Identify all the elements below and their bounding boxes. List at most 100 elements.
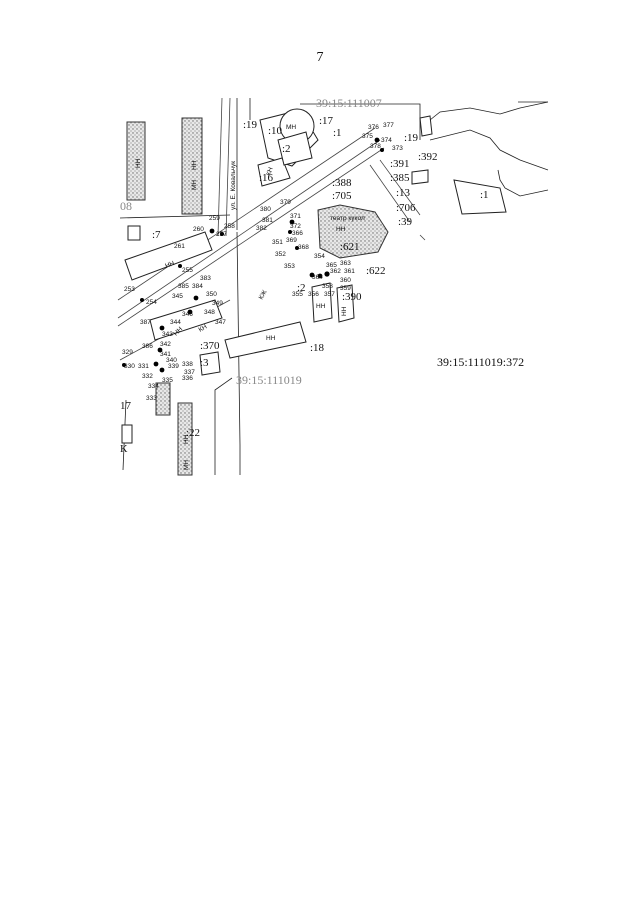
svg-text:382: 382 [256,225,267,232]
svg-text:НН: НН [191,160,198,170]
parcel-label: :392 [418,151,438,163]
parcel-label: :39 [398,216,413,228]
svg-text:357: 357 [324,291,335,298]
parcel-label: :7 [152,229,161,241]
building-labels: МН НН НН НН КН КЖ НН НН НН МН КН НН НН М… [135,124,348,470]
svg-text:378: 378 [370,143,381,150]
survey-points [122,137,384,373]
svg-text:337: 337 [184,369,195,376]
svg-text:НН: НН [336,226,346,233]
svg-text:336: 336 [182,375,193,382]
parcel-label: :706 [396,202,416,214]
svg-text:259: 259 [209,215,220,222]
svg-text:257: 257 [216,231,227,238]
svg-text:372: 372 [290,223,301,230]
svg-text:383: 383 [200,275,211,282]
page-number: 7 [316,50,324,65]
point-labels: 375 376 377 374 373 378 379 380 381 382 … [122,122,403,402]
svg-text:340: 340 [166,357,177,364]
parcel-label: :16 [259,172,274,184]
svg-text:375: 375 [362,133,373,140]
parcel-label: :19 [243,119,258,131]
svg-text:МН: МН [191,180,198,190]
svg-text:384: 384 [192,283,203,290]
svg-text:356: 356 [308,291,319,298]
svg-text:329: 329 [122,349,133,356]
parcel-label: :2 [297,282,306,294]
svg-text:366: 366 [292,230,303,237]
svg-text:355: 355 [292,291,303,298]
svg-text:КЖ: КЖ [258,289,269,301]
parcel-label: :10 [268,125,283,137]
svg-text:МН: МН [183,460,190,470]
parcel-label: :385 [390,172,410,184]
hatched-buildings [126,117,203,476]
svg-text:338: 338 [182,361,193,368]
svg-text:373: 373 [392,145,403,152]
svg-text:380: 380 [260,206,271,213]
svg-text:358: 358 [322,283,333,290]
svg-text:254: 254 [146,299,157,306]
svg-text:386: 386 [142,343,153,350]
parcel-labels: :19 :10 :17 :2 :1 :16 :19 :391 :392 :388… [120,115,489,455]
svg-text:341: 341 [160,351,171,358]
river-boundary [429,101,549,197]
svg-text:255: 255 [182,267,193,274]
parcel-label: :19 [404,132,419,144]
svg-text:333: 333 [146,395,157,402]
svg-text:361: 361 [344,268,355,275]
parcel-label: :17 [319,115,334,127]
svg-text:НН: НН [135,158,142,168]
quarter-label-north: 39:15:111007 [316,96,382,110]
svg-text:343: 343 [162,331,173,338]
svg-text:НН: НН [183,434,190,444]
svg-text:374: 374 [381,137,392,144]
buildings [121,108,507,444]
svg-text:331: 331 [138,363,149,370]
parcel-caption: 39:15:111019:372 [437,355,525,369]
parcel-label: :391 [390,158,410,170]
svg-text:253: 253 [124,286,135,293]
svg-text:363: 363 [340,260,351,267]
parcel-label: :13 [396,187,411,199]
svg-text:348: 348 [204,309,215,316]
svg-text:НН: НН [341,306,348,316]
svg-text:НН: НН [266,335,276,342]
svg-text:345: 345 [172,293,183,300]
svg-text:МН: МН [286,124,296,131]
svg-text:365: 365 [326,262,337,269]
svg-text:359: 359 [340,285,351,292]
svg-text:НН: НН [164,260,176,270]
svg-text:НН: НН [316,303,326,310]
parcel-label: :370 [200,340,220,352]
parcel-label: :1 [480,189,489,201]
parcel-label: :705 [332,190,352,202]
svg-text:349: 349 [212,300,223,307]
svg-text:385: 385 [178,283,189,290]
quarter-boundaries [119,98,421,475]
parcel-label: :390 [342,291,362,303]
parcel-label: 17 [120,400,132,412]
svg-text:371: 371 [290,213,301,220]
quarter-label-south: 39:15:111019 [236,373,302,387]
svg-text:НН: НН [172,326,184,338]
svg-text:364: 364 [312,274,323,281]
svg-text:352: 352 [275,251,286,258]
svg-text:344: 344 [170,319,181,326]
svg-text:261: 261 [174,243,185,250]
svg-text:260: 260 [193,226,204,233]
svg-text:334: 334 [148,383,159,390]
svg-text:376: 376 [368,124,379,131]
svg-text:258: 258 [224,223,235,230]
svg-text:342: 342 [160,341,171,348]
svg-text:360: 360 [340,277,351,284]
parcel-label: :2 [282,143,291,155]
svg-text:КН: КН [265,166,275,177]
svg-text:351: 351 [272,239,283,246]
svg-text:369: 369 [286,237,297,244]
svg-text:346: 346 [182,311,193,318]
svg-text:368: 368 [298,244,309,251]
svg-text:353: 353 [284,263,295,270]
svg-text:335: 335 [162,377,173,384]
